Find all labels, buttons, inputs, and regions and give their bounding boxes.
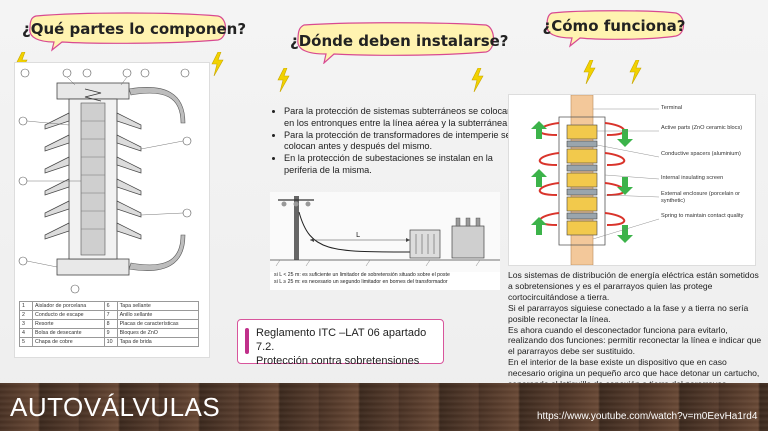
table-cell: 4 [19, 328, 33, 338]
list-item: Para la protección de sistemas subterrán… [284, 106, 516, 130]
installation-bullet-list: Para la protección de sistemas subterrán… [272, 106, 516, 177]
pole-transformer-diagram: L [270, 192, 500, 272]
table-cell: Resorte [32, 319, 105, 329]
table-cell: Anillo sellante [116, 310, 200, 320]
description-paragraph: Es ahora cuando el desconectador funcion… [508, 324, 762, 357]
table-cell: Aislador de porcelana [32, 301, 105, 311]
table-cell: 7 [103, 310, 118, 320]
note-accent-bar [245, 328, 249, 354]
slide-title: AUTOVÁLVULAS [10, 392, 221, 422]
speech-bubble-shape [546, 10, 685, 48]
list-item: Para la protección de transformadores de… [284, 130, 516, 154]
video-link[interactable]: https://www.youtube.com/watch?v=m0EevHa1… [537, 411, 758, 422]
component-label: Conductive spacers (aluminium) [661, 151, 741, 157]
table-cell: 9 [103, 328, 118, 338]
question-bubble-parts: ¿Qué partes lo componen? [22, 12, 247, 52]
component-label: Terminal [661, 105, 683, 111]
table-cell: Bolsa de desecante [32, 328, 105, 338]
arrester-cross-section-diagram [15, 63, 209, 297]
bubble-text: ¿Qué partes lo componen? [22, 20, 247, 38]
table-cell: Bloques de ZnO [116, 328, 200, 338]
installation-diagram-panel: L si L < 25 m: es suficiente un limitado… [270, 192, 500, 290]
diagram-caption: si L < 25 m: es suficiente un limitador … [274, 272, 450, 278]
lightning-bolt-icon [583, 60, 596, 84]
note-line: Reglamento ITC –LAT 06 apartado 7.2. [256, 327, 427, 353]
component-label: External enclosure (porcelain or synthet… [661, 191, 740, 204]
table-cell: 1 [19, 301, 33, 311]
lightning-bolt-icon [277, 68, 290, 92]
lightning-bolt-icon [629, 60, 642, 84]
question-bubble-where: ¿Dónde deben instalarse? [290, 22, 509, 64]
bubble-text: ¿Dónde deben instalarse? [290, 32, 509, 50]
table-cell: 3 [19, 319, 33, 329]
component-label: Spring to maintain contact quality [661, 213, 744, 219]
table-cell: Placas de características [116, 319, 200, 329]
speech-bubble-shape [29, 12, 227, 52]
distance-label: L [356, 231, 360, 239]
diagram-caption: si L ≥ 25 m: es necesario un segundo lim… [274, 279, 448, 285]
table-cell: 2 [19, 310, 33, 320]
speech-bubble-shape [297, 22, 495, 64]
table-cell: Conducto de escape [32, 310, 105, 320]
operation-description: Los sistemas de distribución de energía … [508, 270, 764, 390]
component-label: Internal insulating screen [661, 175, 724, 181]
bubble-text: ¿Cómo funciona? [542, 17, 686, 35]
table-cell: 6 [103, 301, 118, 311]
table-cell: Chapa de cobre [32, 337, 105, 347]
description-paragraph: Los sistemas de distribución de energía … [508, 270, 759, 302]
note-line: Protección contra sobretensiones [256, 355, 420, 367]
list-item: En la protección de subestaciones se ins… [284, 153, 516, 177]
wood-floor-footer [0, 383, 768, 431]
table-cell: 8 [103, 319, 118, 329]
component-label: Active parts (ZnO ceramic blocs) [661, 125, 743, 131]
lightning-bolt-icon [471, 68, 484, 92]
question-bubble-how: ¿Cómo funciona? [540, 10, 688, 48]
regulation-note: Reglamento ITC –LAT 06 apartado 7.2. Pro… [237, 319, 444, 367]
arrester-components-diagram [509, 94, 660, 266]
description-paragraph: Si el pararrayos siguiese conectado a la… [508, 302, 749, 324]
operation-diagram-panel: Terminal Active parts (ZnO ceramic blocs… [508, 94, 756, 266]
table-cell: 10 [103, 337, 118, 347]
lightning-bolt-icon [211, 52, 224, 76]
table-cell: 5 [19, 337, 33, 347]
table-cell: Tapa de brida [116, 337, 200, 347]
table-cell: Tapa sellante [116, 301, 200, 311]
